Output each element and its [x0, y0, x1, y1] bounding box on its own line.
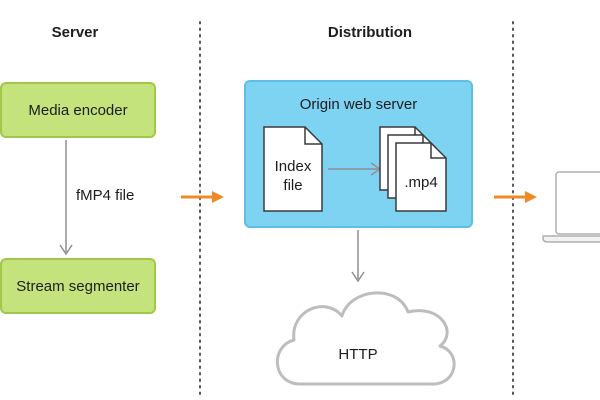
fmp4-file-label: fMP4 file	[76, 187, 135, 204]
media-encoder-label: Media encoder	[28, 101, 128, 119]
heading-server: Server	[51, 24, 99, 41]
stream-segmenter-box: Stream segmenter	[0, 258, 156, 314]
document-stack-icon	[379, 126, 447, 212]
arrow-right-icon	[494, 191, 537, 203]
arrow-down-icon	[351, 271, 365, 283]
stream-segmenter-label: Stream segmenter	[16, 277, 140, 295]
arrow-down-icon	[59, 244, 73, 256]
document-icon	[263, 126, 323, 212]
origin-web-server-title: Origin web server	[299, 96, 418, 113]
http-label: HTTP	[338, 346, 378, 363]
heading-distribution: Distribution	[327, 24, 413, 41]
index-file-label: Index file	[274, 158, 312, 194]
arrow-right-icon	[181, 191, 224, 203]
media-encoder-box: Media encoder	[0, 82, 156, 138]
mp4-file-label: .mp4	[404, 174, 438, 191]
